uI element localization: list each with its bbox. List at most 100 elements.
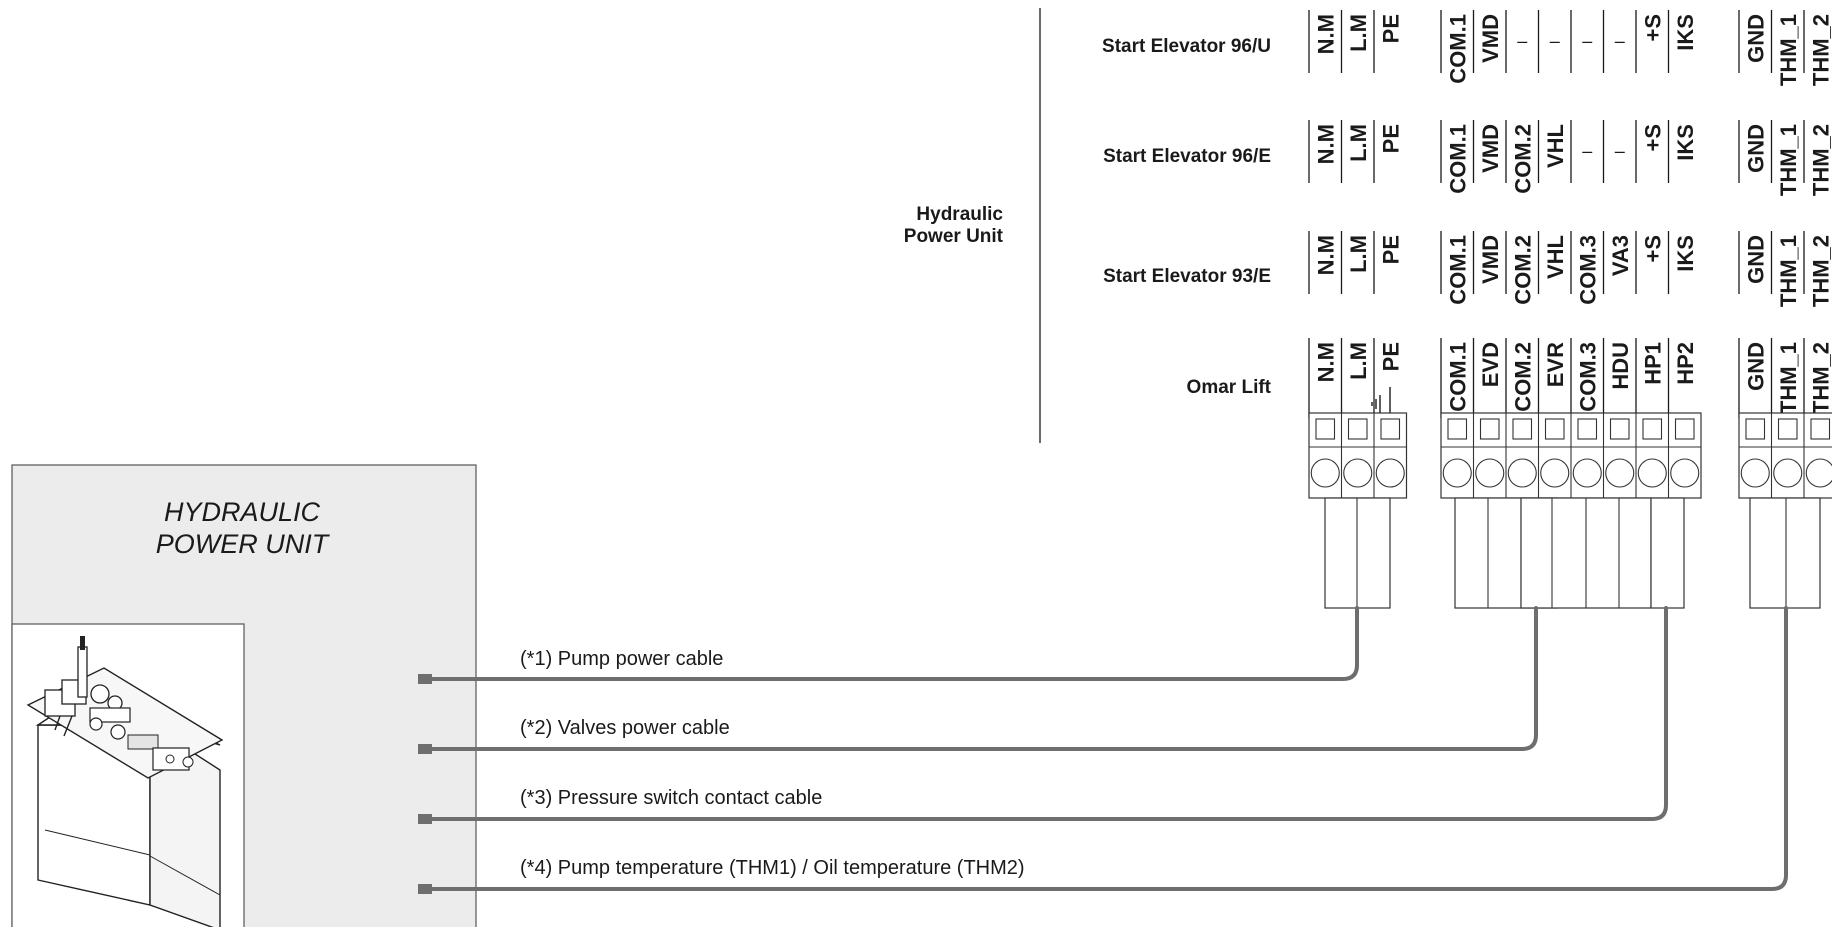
connector-block [1440, 412, 1702, 499]
terminal-slot [1777, 418, 1798, 440]
terminal-label-thm-1: THM_1 [1776, 342, 1801, 414]
terminal-screw [1375, 458, 1405, 488]
cable-4: (*4) Pump temperature (THM1) / Oil tempe… [418, 606, 1788, 894]
terminal-label-gnd: GND [1743, 14, 1768, 63]
terminal-label-com-3: COM.3 [1575, 235, 1600, 305]
terminal-screw [1740, 458, 1770, 488]
terminal-label-vmd: VMD [1478, 235, 1503, 284]
cable-end-terminal [418, 674, 432, 684]
terminal-label-l-m: L.M [1346, 14, 1371, 52]
terminal-label-n-m: N.M [1313, 342, 1338, 382]
terminal-label-n-m: N.M [1313, 235, 1338, 275]
connector-block [1738, 412, 1832, 499]
terminal-label-iks: IKS [1673, 235, 1698, 272]
row-label-omar-lift: Omar Lift [1187, 377, 1272, 398]
cable-label-2: (*2) Valves power cable [520, 717, 730, 739]
terminal-screw [1540, 458, 1570, 488]
terminal-screw [1805, 458, 1832, 488]
unit-title-line2: POWER UNIT [156, 529, 331, 559]
terminal-label-thm-1: THM_1 [1776, 235, 1801, 307]
terminal-label-gnd: GND [1743, 342, 1768, 391]
terminal-slot [1380, 418, 1401, 440]
terminal-label-n-m: N.M [1313, 14, 1338, 54]
plug-housing [1650, 497, 1685, 609]
connector-block [1308, 412, 1408, 499]
terminal-slot [1642, 418, 1663, 440]
terminal-label-vmd: VMD [1478, 124, 1503, 173]
terminal-label-thm-2: THM_2 [1808, 342, 1832, 414]
terminal-slot [1479, 418, 1500, 440]
cables: (*1) Pump power cable (*2) Valves power c… [418, 606, 1788, 894]
row-label-start-elevator-96-u: Start Elevator 96/U [1102, 36, 1271, 57]
plug-housing [1520, 497, 1652, 609]
terminal-label-thm-2: THM_2 [1808, 235, 1832, 307]
terminal-screw [1637, 458, 1667, 488]
terminal-screw [1310, 458, 1340, 488]
empty-terminal-dash: – [1550, 31, 1560, 51]
cable-end-terminal [418, 814, 432, 824]
cable-2: (*2) Valves power cable [418, 606, 1538, 754]
terminal-slot [1512, 418, 1533, 440]
terminal-label-pe: PE [1378, 124, 1403, 153]
terminal-label-thm-1: THM_1 [1776, 124, 1801, 196]
terminal-label-l-m: L.M [1346, 124, 1371, 162]
cable-1: (*1) Pump power cable [418, 606, 1359, 684]
row-label-start-elevator-93-e: Start Elevator 93/E [1103, 266, 1271, 287]
terminal-slot [1544, 418, 1565, 440]
terminal-label-com-2: COM.2 [1510, 124, 1535, 194]
terminal-slot [1810, 418, 1831, 440]
terminal-label-vhl: VHL [1543, 235, 1568, 279]
unit-group-label-line1: Hydraulic [916, 204, 1003, 225]
terminal-screw [1773, 458, 1803, 488]
cable-label-1: (*1) Pump power cable [520, 648, 723, 670]
terminal-slot [1577, 418, 1598, 440]
cable-label-4: (*4) Pump temperature (THM1) / Oil tempe… [520, 857, 1025, 879]
terminal-label-s: +S [1640, 124, 1665, 152]
pump-unit-illustration [11, 623, 245, 932]
terminal-label-l-m: L.M [1346, 235, 1371, 273]
terminal-label-com-2: COM.2 [1510, 342, 1535, 412]
terminal-label-va3: VA3 [1608, 235, 1633, 276]
terminal-label-n-m: N.M [1313, 124, 1338, 164]
terminal-label-pe: PE [1378, 342, 1403, 371]
terminal-screw [1507, 458, 1537, 488]
terminal-label-s: +S [1640, 14, 1665, 42]
terminal-label-pe: PE [1378, 14, 1403, 43]
terminal-screw [1670, 458, 1700, 488]
terminal-screw [1572, 458, 1602, 488]
terminal-label-com-1: COM.1 [1445, 235, 1470, 305]
terminal-screw [1442, 458, 1472, 488]
terminal-label-l-m: L.M [1346, 342, 1371, 380]
terminal-label-iks: IKS [1673, 124, 1698, 161]
terminal-label-hdu: HDU [1608, 342, 1633, 390]
terminal-connectors [1308, 412, 1832, 609]
empty-terminal-dash: – [1517, 31, 1527, 51]
terminal-label-evd: EVD [1478, 342, 1503, 387]
terminal-slot [1674, 418, 1695, 440]
cable-3: (*3) Pressure switch contact cable [418, 606, 1668, 824]
cable-end-terminal [418, 884, 432, 894]
terminal-label-com-1: COM.1 [1445, 342, 1470, 412]
unit-group-label-line2: Power Unit [904, 226, 1004, 247]
terminal-label-pe: PE [1378, 235, 1403, 264]
terminal-screw [1605, 458, 1635, 488]
terminal-label-com-1: COM.1 [1445, 14, 1470, 84]
terminal-slot [1315, 418, 1336, 440]
empty-terminal-dash: – [1582, 141, 1592, 161]
plug-housing [1749, 497, 1821, 609]
cable-label-3: (*3) Pressure switch contact cable [520, 787, 822, 809]
terminal-slot [1347, 418, 1368, 440]
terminal-label-hp1: HP1 [1640, 342, 1665, 385]
terminal-label-thm-2: THM_2 [1808, 124, 1832, 196]
terminal-label-thm-1: THM_1 [1776, 14, 1801, 86]
terminal-screw [1475, 458, 1505, 488]
row-label-start-elevator-96-e: Start Elevator 96/E [1103, 146, 1271, 167]
cable-end-terminal [418, 744, 432, 754]
terminal-label-gnd: GND [1743, 124, 1768, 173]
empty-terminal-dash: – [1615, 31, 1625, 51]
terminal-label-s: +S [1640, 235, 1665, 263]
terminal-screw [1343, 458, 1373, 488]
terminal-label-thm-2: THM_2 [1808, 14, 1832, 86]
